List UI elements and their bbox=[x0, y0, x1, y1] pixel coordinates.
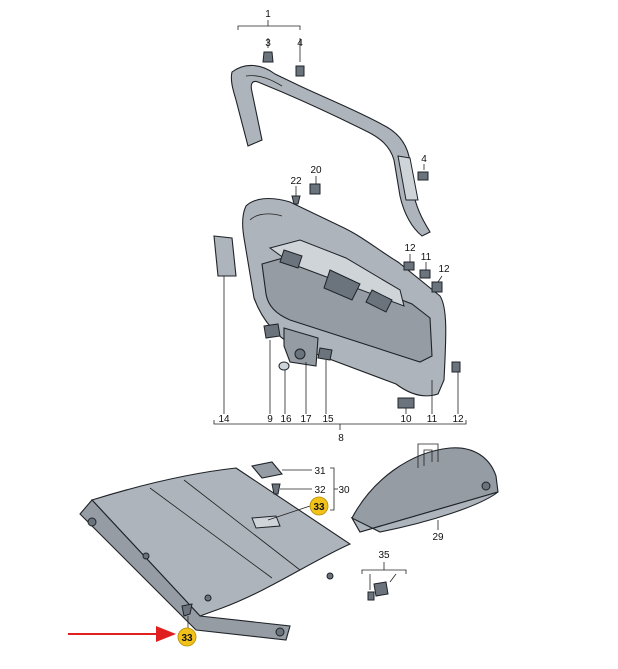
clip-part-12b bbox=[431, 281, 443, 293]
callout-3: 3 bbox=[265, 38, 271, 49]
holder-part-35 bbox=[373, 581, 389, 597]
callout-12a: 12 bbox=[404, 243, 416, 254]
cover-cap-part-14 bbox=[213, 235, 237, 277]
callout-4b: 4 bbox=[421, 154, 427, 165]
clip-part-11a bbox=[419, 269, 431, 279]
screw-part-22 bbox=[291, 195, 301, 205]
clip-part-12c bbox=[451, 361, 461, 373]
callout-8: 8 bbox=[338, 433, 344, 444]
luggage-cover-part bbox=[79, 467, 352, 641]
clip-part-10 bbox=[397, 397, 415, 409]
callout-31: 31 bbox=[314, 466, 326, 477]
callout-1: 1 bbox=[265, 9, 271, 20]
callout-16: 16 bbox=[280, 414, 292, 425]
clip-part-9 bbox=[263, 323, 281, 339]
callout-10: 10 bbox=[400, 414, 412, 425]
storage-tray-part bbox=[350, 443, 499, 533]
callout-14: 14 bbox=[218, 414, 230, 425]
callout-9: 9 bbox=[267, 414, 273, 425]
highlight-badge-33b bbox=[177, 627, 197, 647]
callout-11b: 11 bbox=[427, 414, 438, 425]
handle-part-17 bbox=[283, 327, 319, 367]
clip-part-12a bbox=[403, 261, 415, 271]
callout-29: 29 bbox=[432, 532, 444, 543]
callout-20: 20 bbox=[310, 165, 322, 176]
tailgate-panel-part bbox=[242, 197, 447, 397]
callout-22: 22 bbox=[290, 176, 302, 187]
callout-33a: 33 bbox=[313, 502, 325, 513]
frame-trim-part bbox=[230, 64, 431, 237]
clip-part-20 bbox=[309, 183, 321, 195]
callout-11a: 11 bbox=[421, 252, 432, 263]
callout-33b: 33 bbox=[181, 633, 193, 644]
callout-15: 15 bbox=[322, 414, 334, 425]
callout-32: 32 bbox=[314, 485, 326, 496]
callout-35: 35 bbox=[378, 550, 390, 561]
clip-part-4a bbox=[295, 65, 305, 77]
hook-part-33 bbox=[181, 603, 193, 617]
callout-30: 30 bbox=[338, 485, 350, 496]
screw-part-32 bbox=[271, 483, 281, 495]
callout-17: 17 bbox=[300, 414, 312, 425]
callout-4a: 4 bbox=[297, 38, 303, 49]
clip-part-3 bbox=[262, 51, 274, 63]
cover-part-31 bbox=[250, 461, 284, 479]
clip-part-4b bbox=[417, 171, 429, 181]
callout-12c: 12 bbox=[452, 414, 464, 425]
cover-part-15 bbox=[317, 347, 333, 361]
highlight-badge-33a bbox=[309, 496, 329, 516]
callout-12b: 12 bbox=[438, 264, 450, 275]
plug-part-16 bbox=[278, 361, 290, 371]
